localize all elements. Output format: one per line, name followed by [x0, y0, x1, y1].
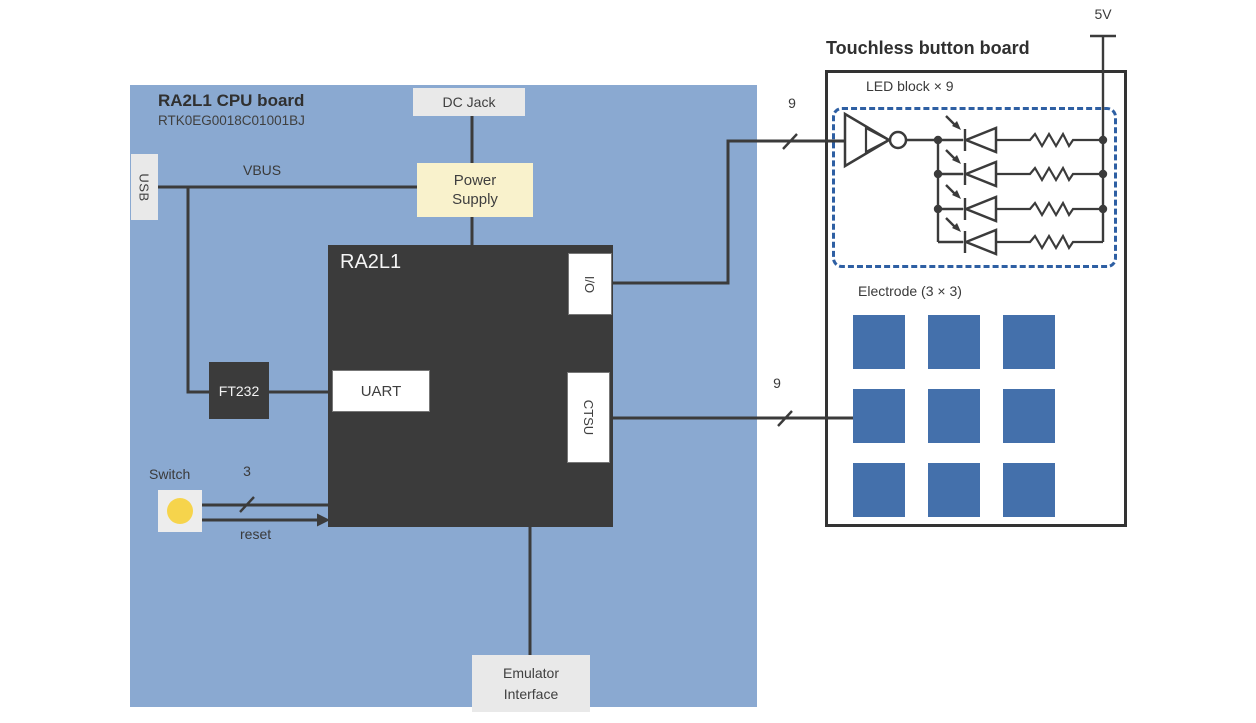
electrode-pad	[1003, 315, 1055, 369]
led-block-dashed-outline	[832, 107, 1117, 268]
electrode-pad	[928, 463, 980, 517]
electrode-grid	[853, 315, 1055, 517]
touchless-button-board-title: Touchless button board	[826, 38, 1030, 58]
switch-label: Switch	[149, 466, 191, 482]
ra2l1-mcu-block: RA2L1 UART I/O CTSU	[328, 245, 613, 527]
led-block-label: LED block × 9	[866, 78, 954, 94]
electrode-pad	[928, 315, 980, 369]
io-bus-slash	[782, 133, 798, 150]
uart-pin-box: UART	[332, 370, 430, 412]
switch-cap-icon	[167, 498, 193, 524]
io-pin-box: I/O	[568, 253, 612, 315]
ft232-block: FT232	[209, 362, 269, 419]
electrode-label: Electrode (3 × 3)	[858, 283, 962, 299]
ra2l1-mcu-name: RA2L1	[340, 251, 402, 273]
electrode-pad	[1003, 389, 1055, 443]
power-supply-block: Power Supply	[417, 163, 533, 217]
electrode-pad	[928, 389, 980, 443]
switch-button	[158, 490, 202, 532]
emulator-interface-label: Emulator Interface	[502, 665, 560, 702]
emulator-interface-connector: Emulator Interface	[472, 655, 590, 712]
vbus-signal-label: VBUS	[243, 162, 282, 178]
5v-power-label: 5V	[1094, 6, 1112, 22]
electrode-pad	[853, 389, 905, 443]
power-supply-label: Power Supply	[452, 171, 498, 209]
reset-signal-label: reset	[240, 526, 272, 542]
cpu-board-title: RA2L1 CPU board	[158, 91, 305, 110]
ctsu-bus-slash	[777, 410, 793, 427]
ft232-label: FT232	[218, 382, 260, 399]
ctsu-pin-label: CTSU	[580, 399, 596, 436]
usb-connector: USB	[131, 154, 158, 220]
electrode-pad	[1003, 463, 1055, 517]
switch-bus-width-label: 3	[243, 463, 251, 479]
dc-jack-connector: DC Jack	[413, 88, 525, 116]
electrode-pad	[853, 315, 905, 369]
usb-label: USB	[137, 172, 153, 202]
dc-jack-label: DC Jack	[442, 94, 496, 110]
cpu-board-part-number: RTK0EG0018C01001BJ	[158, 113, 305, 128]
io-pin-label: I/O	[582, 275, 598, 293]
uart-pin-label: UART	[360, 382, 402, 400]
electrode-pad	[853, 463, 905, 517]
ctsu-bus-width-label: 9	[773, 375, 781, 391]
ctsu-pin-box: CTSU	[567, 372, 610, 463]
io-bus-width-label: 9	[788, 95, 796, 111]
